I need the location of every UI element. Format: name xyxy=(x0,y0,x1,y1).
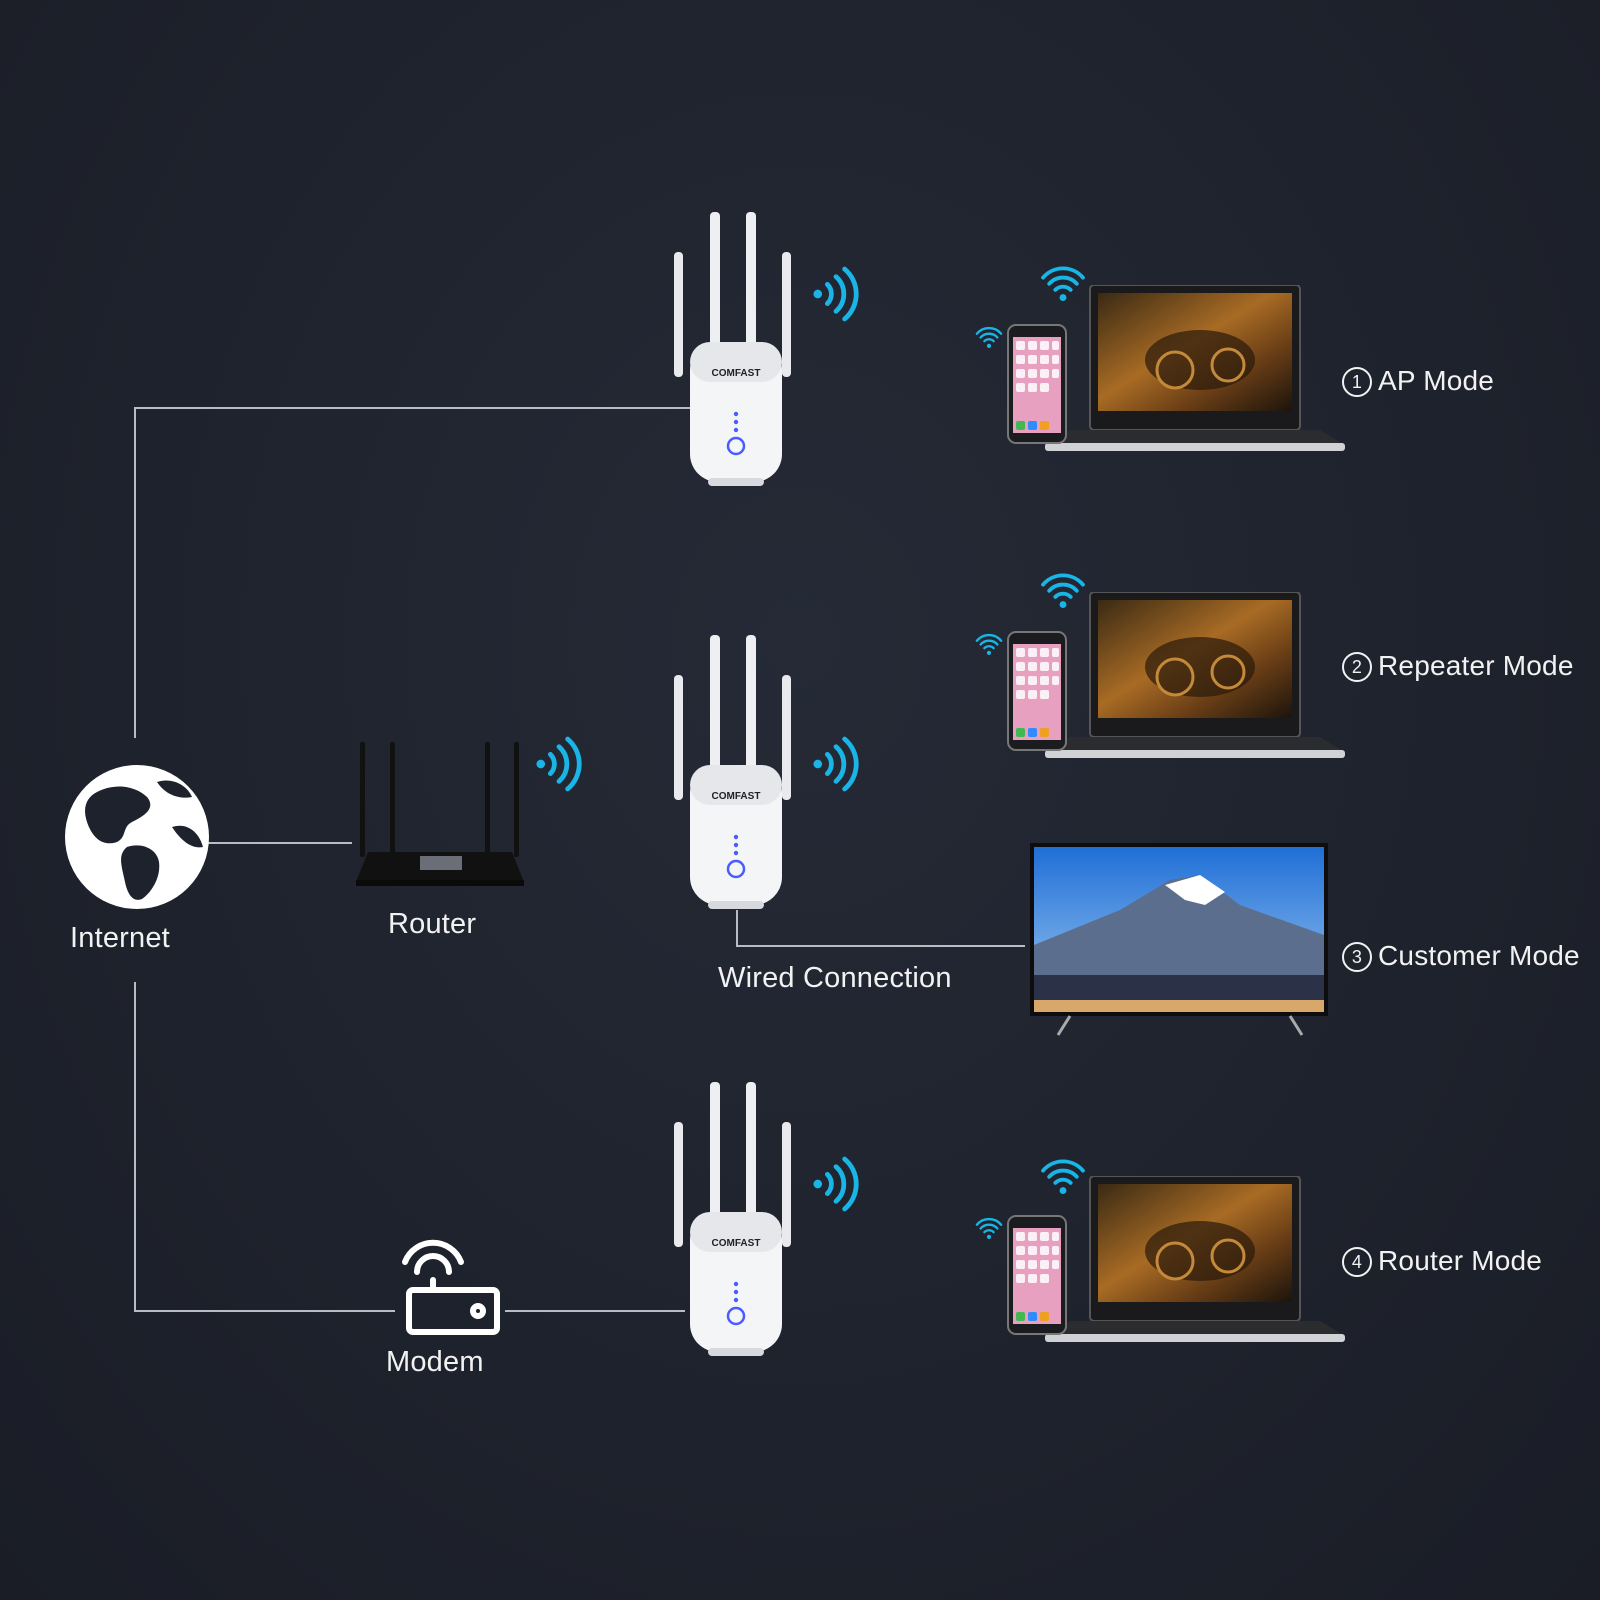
router-wifi-icon xyxy=(536,739,579,789)
mode-number: 2 xyxy=(1342,652,1372,682)
wired-connection-line xyxy=(736,910,1025,947)
wired-connection-label: Wired Connection xyxy=(718,962,952,994)
laptop-wifi-icon-1 xyxy=(1041,266,1085,303)
router-icon xyxy=(356,742,524,886)
extender-router-mode xyxy=(672,1082,793,1358)
router-label: Router xyxy=(388,908,477,940)
laptop-wifi-icon-2 xyxy=(1041,573,1085,610)
mode-number: 4 xyxy=(1342,1247,1372,1277)
mode-label: Repeater Mode xyxy=(1378,650,1574,681)
connection-lines xyxy=(134,407,1025,1312)
modem-icon xyxy=(402,1239,500,1335)
phone-wifi-icon-1 xyxy=(975,326,1003,349)
extender-router-wifi-icon xyxy=(813,1159,856,1209)
phone-wifi-icon-2 xyxy=(975,633,1003,656)
line-internet-to-ap xyxy=(134,407,696,738)
line-internet-to-modem xyxy=(134,982,395,1312)
internet-label: Internet xyxy=(70,922,170,954)
extender-ap xyxy=(672,212,793,488)
devices-ap xyxy=(1006,285,1347,453)
extender-ap-wifi-icon xyxy=(813,269,856,319)
mode-number: 3 xyxy=(1342,942,1372,972)
mode-label: AP Mode xyxy=(1378,365,1495,396)
phone-wifi-icon-3 xyxy=(975,1217,1003,1240)
devices-repeater xyxy=(1006,592,1347,760)
mode-number: 1 xyxy=(1342,367,1372,397)
devices-router-mode xyxy=(1006,1176,1347,1344)
modem-label: Modem xyxy=(386,1346,484,1378)
mode-label: Customer Mode xyxy=(1378,940,1580,971)
tv-icon xyxy=(1030,843,1328,1036)
laptop-wifi-icon-3 xyxy=(1041,1159,1085,1196)
mode-label: Router Mode xyxy=(1378,1245,1543,1276)
extender-repeater xyxy=(672,635,793,911)
globe-icon xyxy=(65,765,209,909)
extender-repeater-wifi-icon xyxy=(813,739,856,789)
